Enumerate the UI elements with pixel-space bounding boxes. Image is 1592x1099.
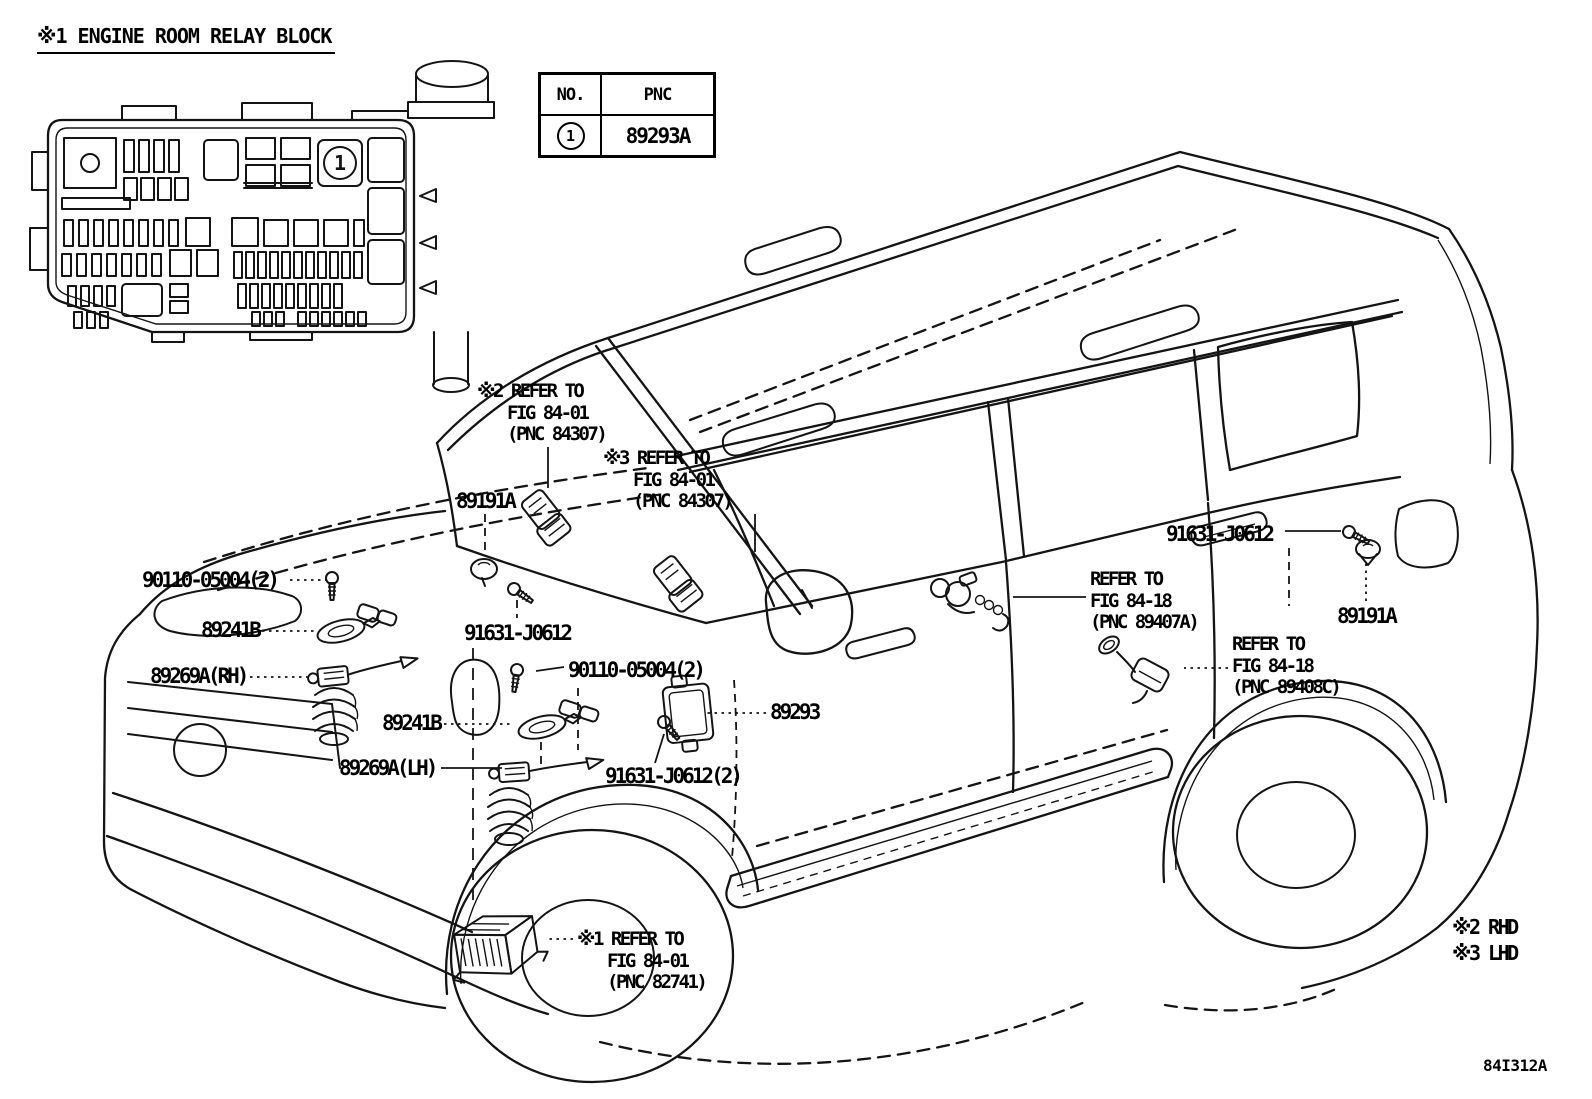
note-line: (PNC 84307) [633,490,734,512]
front-door-handle [845,627,916,660]
buckle-icon [1098,635,1170,704]
rear-door-handle [1190,511,1268,547]
front-impact-sensor-icon [652,555,704,613]
sensor-ring-icon [517,712,582,740]
note-line: ※3 REFER TO [603,447,711,469]
pretensioner-icon [930,571,1010,632]
airbag-sensor-assy-icon [307,656,419,688]
part-label-91631-2: 91631-J0612(2) [605,764,743,788]
part-label-91631-front: 91631-J0612 [464,621,573,645]
pnc-table: NO. PNC 1 89293A [538,72,716,158]
note-ref3: ※3 REFER TO FIG 84-01 (PNC 84307) [603,447,734,513]
note-line: REFER TO [1090,568,1164,590]
bolt-icon [1342,525,1371,545]
table-cell-no: 1 [541,116,600,155]
bolt-icon [325,571,339,601]
coil-spring-icon [312,687,359,746]
part-label-89269a-lh: 89269A(LH) [339,756,438,780]
note-line: FIG 84-18 [1090,589,1173,612]
bolt-icon [507,582,534,604]
bolt-icon [657,715,681,741]
legend-lhd: ※3 LHD [1452,941,1519,965]
note-line: ※2 REFER TO [477,380,585,402]
note-ref-89408c: REFER TO FIG 84-18 (PNC 89408C) [1232,633,1342,699]
table-header-no: NO. [541,75,600,116]
note-line: ※1 REFER TO [577,928,685,950]
note-line: FIG 84-01 [507,401,590,424]
airbag-sensor-assy-icon [488,757,605,784]
note-ref1: ※1 REFER TO FIG 84-01 (PNC 82741) [577,928,708,994]
part-label-89191a-rear: 89191A [1337,604,1398,628]
note-line: (PNC 82741) [607,971,708,993]
part-label-90110-lh: 90110-05004(2) [568,658,706,682]
table-cell-pnc: 89293A [600,116,713,155]
car-outline [102,150,1539,1084]
bolt-icon [510,663,524,694]
note-line: REFER TO [1232,633,1306,655]
fuse-row-2 [61,249,219,277]
relay-block-drawing: 1 [29,60,495,393]
part-label-89241b-lh: 89241B [382,711,443,735]
engine-ecu-icon [452,915,549,984]
note-line: (PNC 89408C) [1232,676,1342,698]
airbag-ecu-icon [661,674,715,753]
grommet-icon [470,558,498,587]
part-label-91631-rear: 91631-J0612 [1166,522,1275,546]
diagram-title: ※1 ENGINE ROOM RELAY BLOCK [37,24,336,54]
part-label-89269a-rh: 89269A(RH) [150,664,249,688]
legend-rhd: ※2 RHD [1452,915,1519,939]
part-label-89191a-front: 89191A [456,489,517,513]
fuse-bottom-rows [67,283,189,329]
side-mirror [764,569,854,655]
table-header-pnc: PNC [600,75,713,116]
note-line: FIG 84-18 [1232,654,1315,677]
circled-number: 1 [556,121,585,150]
figure-code: 84I312A [1483,1056,1547,1075]
part-label-89293: 89293 [770,700,821,724]
relay-callout-number: 1 [334,151,346,175]
note-line: (PNC 89407A) [1090,611,1200,633]
part-icons [307,489,1381,984]
fuse-mid-rows [231,217,367,327]
coil-spring-icon [487,787,534,846]
note-line: FIG 84-01 [607,949,690,972]
front-impact-sensor-icon [520,489,572,547]
fuse-row-1 [63,217,211,247]
part-label-89241b-rh: 89241B [201,618,262,642]
part-label-90110-front: 90110-05004(2) [142,568,280,592]
sensor-ring-icon [316,616,381,644]
note-line: FIG 84-01 [633,468,716,491]
note-line: (PNC 84307) [507,423,608,445]
note-ref2: ※2 REFER TO FIG 84-01 (PNC 84307) [477,380,608,446]
note-ref-89407a: REFER TO FIG 84-18 (PNC 89407A) [1090,568,1200,634]
air-duct-icon [407,60,495,393]
